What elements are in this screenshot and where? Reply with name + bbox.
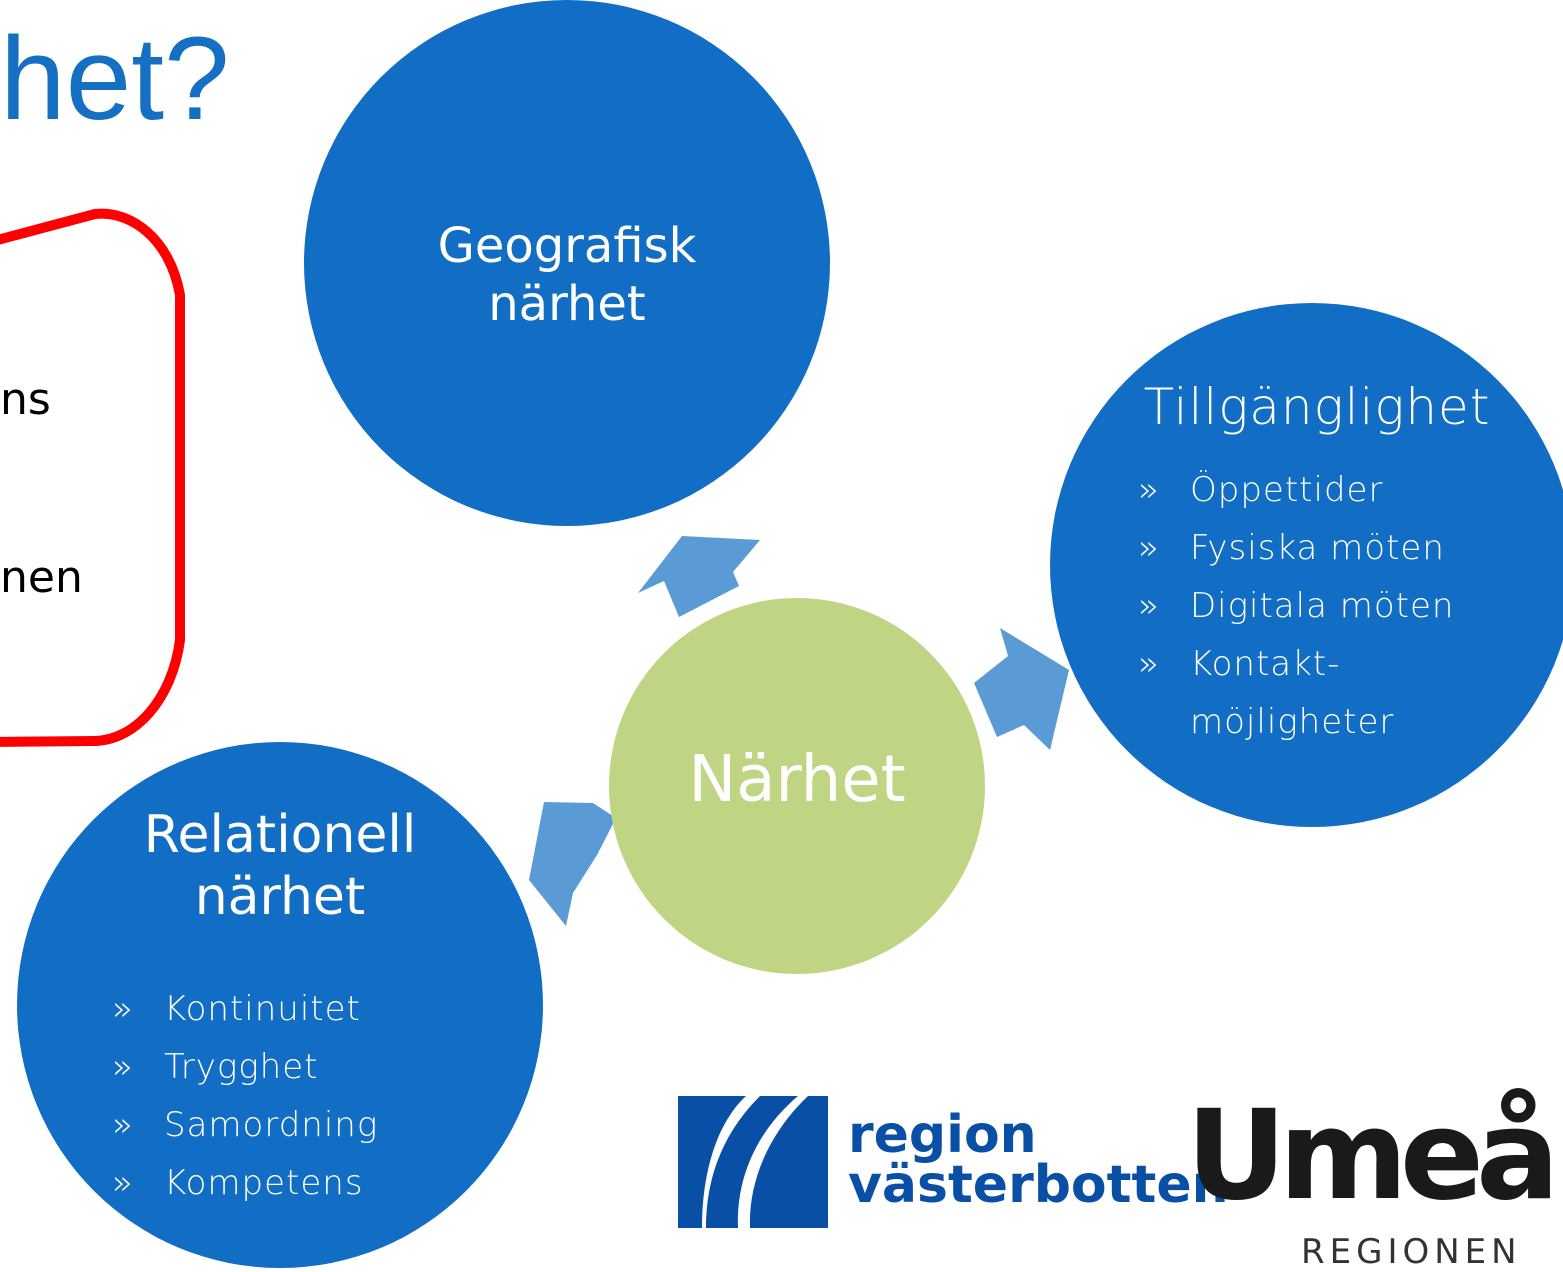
callout-text-fragment-1: ns [0, 374, 51, 425]
bullet-marker: » [112, 1163, 134, 1203]
node-tillganglighet-title: Tillgänglighet [1060, 377, 1563, 437]
bullet-item: » Fysiska möten [1138, 519, 1454, 577]
node-relationell-bullets: » Kontinuitet » Trygghet » Samordning » Komp… [112, 980, 378, 1212]
node-relationell-title: Relationell närhet [17, 804, 543, 929]
bullet-text: Trygghet [164, 1047, 319, 1087]
bullet-text: Kontinuitet [164, 989, 361, 1029]
bullet-marker: » [112, 1105, 134, 1145]
bullet-marker: » [1138, 470, 1160, 510]
bullet-item: » Kontinuitet [112, 980, 378, 1038]
bullet-marker: » [1138, 586, 1160, 626]
bullet-item: » Samordning [112, 1096, 378, 1154]
bullet-marker: » [112, 1047, 134, 1087]
arrow-to-relationell [529, 802, 616, 926]
slide-title: het? [0, 13, 230, 145]
bullet-item: » Digitala möten [1138, 577, 1454, 635]
logos: region västerbotten Umeå REGIONEN [678, 1084, 1560, 1272]
center-label: Närhet [688, 743, 906, 817]
arrow-to-geografisk [638, 536, 760, 617]
node-title-line: Tillgänglighet [1143, 378, 1491, 436]
bullet-marker: » [1138, 528, 1160, 568]
bullet-item: » Trygghet [112, 1038, 378, 1096]
node-tillganglighet-bullets: » Öppettider » Fysiska möten » Digitala möt… [1138, 461, 1454, 751]
bullet-text: Samordning [164, 1105, 379, 1145]
node-geografisk: Geografisk närhet [304, 0, 830, 526]
region-word: region [848, 1105, 1037, 1165]
node-title-line: Geografisk [437, 218, 697, 274]
callout-text-fragment-2: nen [0, 552, 83, 603]
bullet-text: Fysiska möten [1190, 528, 1445, 568]
node-title-line: närhet [194, 867, 366, 928]
umea-regionen-logo: Umeå REGIONEN [1186, 1084, 1560, 1272]
bullet-marker: » [112, 989, 134, 1029]
regionen-word: REGIONEN [1301, 1232, 1522, 1272]
node-title-line: närhet [488, 275, 646, 332]
umea-word: Umeå [1186, 1084, 1552, 1228]
bullet-item: » Kontakt- möjligheter [1138, 635, 1454, 751]
bullet-text: Öppettider [1190, 470, 1384, 510]
node-relationell: Relationell närhet » Kontinuitet » Trygghe… [17, 742, 543, 1268]
bullet-text: Kontakt- möjligheter [1190, 644, 1395, 742]
bullet-item: » Kompetens [112, 1154, 378, 1212]
bullet-marker: » [1138, 644, 1160, 684]
arrow-to-tillganglighet [974, 628, 1069, 750]
region-vasterbotten-logo: region västerbotten [678, 1096, 1229, 1228]
node-center-narhet: Närhet [609, 598, 985, 974]
node-title-line: Relationell [143, 805, 417, 865]
bullet-text: Digitala möten [1190, 586, 1455, 626]
vasterbotten-word: västerbotten [848, 1155, 1229, 1215]
bullet-text: Kompetens [164, 1163, 364, 1203]
bullet-item: » Öppettider [1138, 461, 1454, 519]
node-geografisk-title: Geografisk närhet [304, 218, 830, 333]
node-tillganglighet: Tillgänglighet » Öppettider » Fysiska möte… [1050, 303, 1563, 827]
